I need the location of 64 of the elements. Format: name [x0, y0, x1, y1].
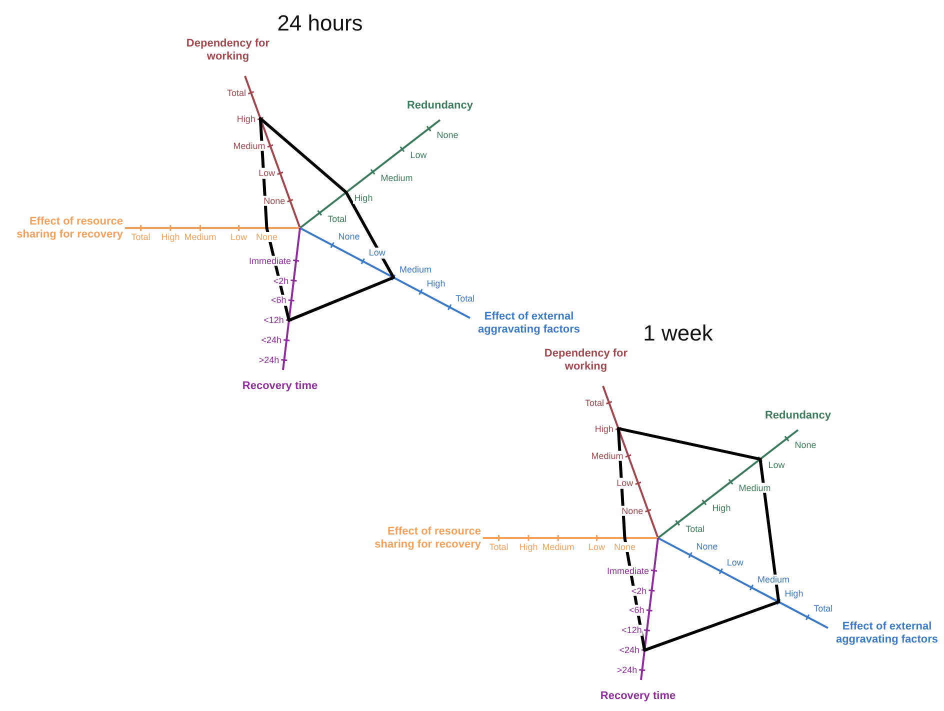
axis-title: Effect of external aggravating factors [834, 620, 940, 646]
tick-label: High [426, 278, 446, 289]
axis-title: Redundancy [765, 410, 831, 422]
tick-label: >24h [616, 664, 638, 676]
tick-label: High [784, 588, 804, 599]
tick-label: None [695, 542, 719, 552]
axis-title: Effect of external aggravating factors [476, 310, 582, 336]
axis-title: Recovery time [600, 690, 676, 703]
tick-label: Immediate [248, 255, 292, 266]
tick-label: Low [726, 558, 744, 568]
tick-label: <2h [630, 585, 648, 596]
tick-label: High [711, 503, 732, 514]
axis-title: Dependency for working [185, 38, 271, 63]
tick-label: Medium [232, 140, 266, 152]
tick-label: Medium [541, 542, 576, 552]
tick-label: None [794, 439, 818, 450]
tick-label: <6h [270, 295, 288, 306]
tick-label: Total [130, 232, 152, 242]
tick-label: <24h [618, 645, 641, 656]
tick-label: High [594, 423, 614, 434]
tick-label: Total [454, 294, 476, 304]
axis-title: Effect of resource sharing for recovery [16, 215, 123, 241]
tick-label: None [620, 505, 644, 516]
tick-label: >24h [258, 354, 280, 366]
tick-label: Immediate [606, 565, 650, 576]
tick-label: None [262, 195, 286, 206]
tick-label: High [518, 542, 539, 552]
tick-label: Low [616, 478, 634, 488]
tick-label: Low [230, 232, 248, 242]
tick-label: Low [258, 168, 276, 178]
tick-label: Low [368, 248, 386, 258]
axis-title: Recovery time [242, 380, 318, 393]
tick-label: <24h [260, 335, 283, 346]
tick-label: None [255, 232, 278, 242]
tick-label: High [160, 232, 181, 242]
tick-label: None [337, 232, 361, 242]
tick-label: Total [684, 524, 706, 534]
tick-label: <2h [272, 275, 290, 286]
tick-label: <12h [262, 315, 285, 326]
tick-label: Total [226, 88, 248, 98]
tick-label: None [613, 542, 636, 552]
tick-label: Medium [183, 232, 218, 242]
tick-label: Total [812, 604, 834, 614]
axis-title: Dependency for working [543, 348, 629, 373]
tick-label: Low [409, 150, 428, 160]
axis-title: Redundancy [407, 100, 473, 112]
tick-label: Low [588, 542, 606, 552]
tick-label: Total [584, 398, 606, 408]
tick-label: Medium [590, 450, 624, 462]
chart-title: 24 hours [277, 10, 363, 36]
tick-label: Medium [380, 172, 414, 183]
tick-label: Total [326, 214, 348, 224]
tick-label: High [236, 113, 256, 124]
tick-label: <6h [628, 605, 646, 616]
tick-label: Medium [738, 482, 772, 493]
axis-title: Effect of resource sharing for recovery [374, 525, 481, 551]
tick-label: <12h [620, 625, 643, 636]
tick-label: High [353, 193, 374, 204]
tick-label: None [436, 129, 460, 140]
chart-title: 1 week [643, 320, 713, 346]
tick-label: Medium [398, 264, 433, 274]
tick-label: Medium [756, 574, 791, 584]
tick-label: Total [488, 542, 510, 552]
tick-label: Low [767, 460, 786, 470]
